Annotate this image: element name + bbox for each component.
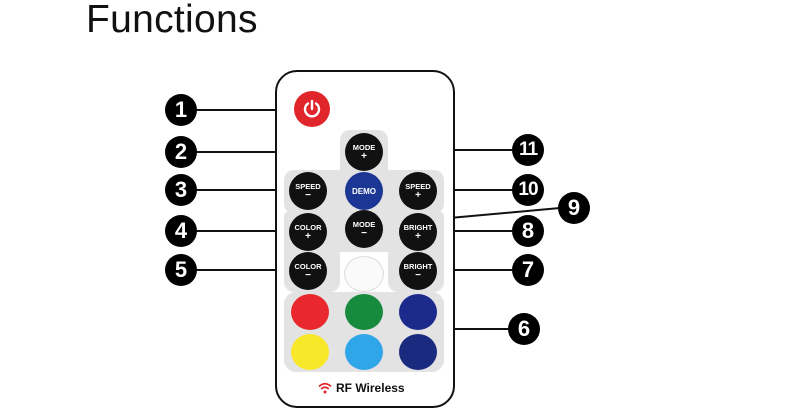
callout-4: 4	[165, 215, 197, 247]
callout-3: 3	[165, 174, 197, 206]
callout-8: 8	[512, 215, 544, 247]
callout-1: 1	[165, 94, 197, 126]
blue-button[interactable]	[399, 294, 437, 330]
red-button[interactable]	[291, 294, 329, 330]
mode-minus-button[interactable]: MODE −	[345, 210, 383, 248]
callout-2: 2	[165, 136, 197, 168]
callout-9: 9	[558, 192, 590, 224]
bright-plus-button[interactable]: BRIGHT +	[399, 213, 437, 251]
demo-button[interactable]: DEMO	[345, 172, 383, 210]
callout-10: 10	[512, 174, 544, 206]
power-button[interactable]	[294, 91, 330, 127]
navy-button[interactable]	[399, 334, 437, 370]
color-plus-button[interactable]: COLOR +	[289, 213, 327, 251]
cyan-button[interactable]	[345, 334, 383, 370]
color-minus-button[interactable]: COLOR −	[289, 252, 327, 290]
bright-minus-button[interactable]: BRIGHT −	[399, 252, 437, 290]
mode-plus-button[interactable]: MODE +	[345, 133, 383, 171]
speed-minus-button[interactable]: SPEED −	[289, 172, 327, 210]
callout-6: 6	[508, 313, 540, 345]
callout-11: 11	[512, 134, 544, 166]
rf-wireless-label: RF Wireless	[318, 381, 405, 395]
green-button[interactable]	[345, 294, 383, 330]
white-button[interactable]	[344, 256, 384, 292]
yellow-button[interactable]	[291, 334, 329, 370]
callout-7: 7	[512, 254, 544, 286]
power-icon	[303, 99, 321, 118]
wifi-icon	[318, 382, 332, 394]
speed-plus-button[interactable]: SPEED +	[399, 172, 437, 210]
page-title: Functions	[86, 0, 258, 41]
callout-5: 5	[165, 254, 197, 286]
